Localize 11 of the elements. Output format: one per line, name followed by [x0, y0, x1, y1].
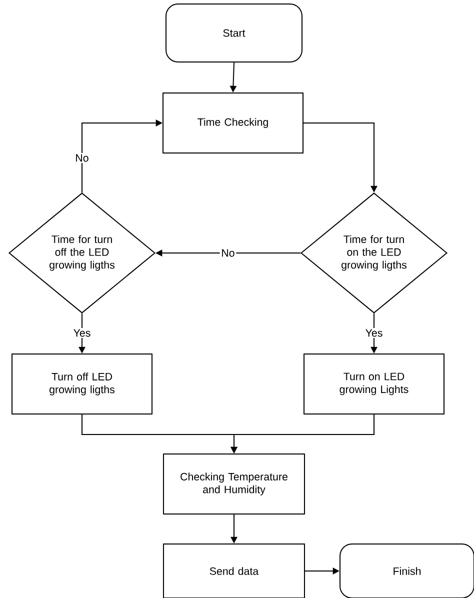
- edge-label: Yes: [364, 328, 384, 338]
- edge-label: No: [74, 152, 90, 164]
- process-box: Send data: [163, 544, 305, 598]
- terminal-box: Start: [166, 4, 302, 62]
- edge-label: Yes: [72, 328, 92, 338]
- edge-label: No: [220, 248, 236, 258]
- process-box: Turn off LED growing ligths: [12, 354, 152, 414]
- terminal-box: Finish: [340, 544, 474, 598]
- process-box: Turn on LED growing Lights: [304, 354, 444, 414]
- process-box: Checking Temperature and Humidity: [163, 454, 305, 514]
- process-box: Time Checking: [162, 92, 304, 154]
